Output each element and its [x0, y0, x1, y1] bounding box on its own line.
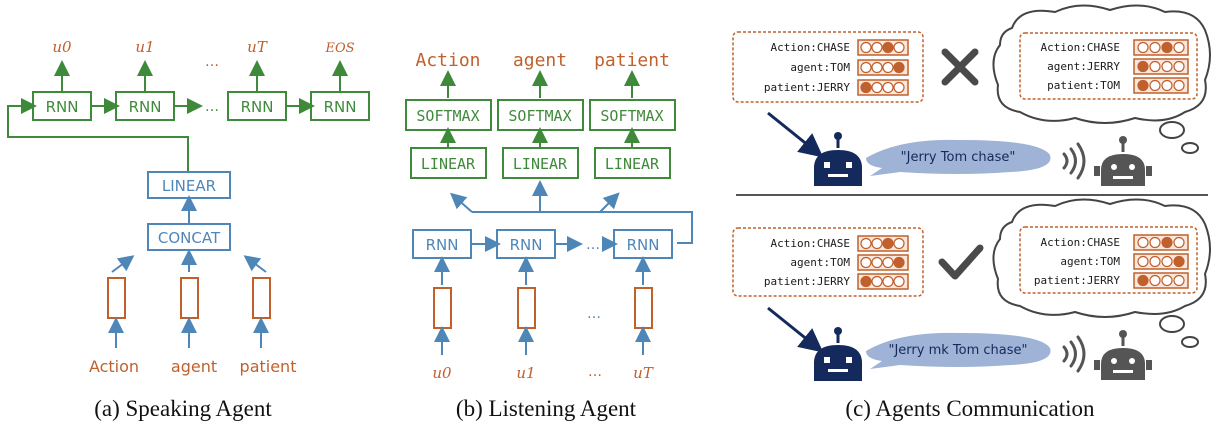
speaking-output-1: u1: [135, 38, 154, 56]
listening-linear-box-2: [594, 147, 671, 179]
speaking-rnn-label-T: RNN: [241, 98, 274, 116]
top-speech-bubble: [866, 139, 1051, 176]
speaking-output-eos: EOS: [324, 41, 354, 56]
speaking-output-dots: …: [205, 54, 219, 70]
bottom-field-0: Action:CHASE: [771, 237, 850, 250]
top-onehot-1: [857, 59, 909, 76]
speaking-rnn-box-0: [32, 91, 92, 121]
bottom-sound-waves-icon: [1062, 335, 1086, 373]
top-sound-waves-icon: [1062, 142, 1086, 180]
communication-panel: Action:CHASE agent:TOM patient:JERRY: [732, 4, 1211, 421]
speaking-input-patient: patient: [240, 357, 297, 376]
top-field-1: agent:TOM: [790, 61, 850, 74]
speaking-input-agent: agent: [171, 357, 217, 376]
listening-softmax-label-1: SOFTMAX: [508, 107, 571, 125]
check-icon: [938, 244, 984, 280]
bottom-utterance: "Jerry mk Tom chase": [888, 343, 1027, 358]
speaking-rnn-label-0: RNN: [46, 98, 79, 116]
speaking-linear-label: LINEAR: [162, 177, 216, 195]
bottom-speech-bubble: [866, 332, 1051, 369]
listening-embed-0: [433, 287, 452, 329]
bottom-thought-field-2: patient:JERRY: [1034, 274, 1120, 287]
listening-agent-panel: Action agent patient SOFTMAX SOFTMAX SOF…: [405, 50, 693, 421]
speaking-rnn-label-eos: RNN: [324, 98, 357, 116]
listening-rnn-dots: …: [586, 237, 600, 253]
listening-softmax-label-0: SOFTMAX: [416, 107, 479, 125]
speaking-rnn-dots: …: [205, 99, 219, 115]
top-onehot-0: [857, 39, 909, 56]
top-speaker-robot-icon: [814, 132, 862, 186]
listening-input-0: u0: [432, 364, 452, 382]
top-listener-robot-icon: [1094, 136, 1152, 186]
bottom-thought-onehot-2: [1133, 272, 1189, 289]
top-onehot-2: [857, 79, 909, 96]
listening-embed-1: [517, 287, 536, 329]
speaking-embed-0: [107, 277, 126, 319]
bottom-thought-onehot-0: [1133, 234, 1189, 251]
listening-rnn-label-0: RNN: [426, 236, 459, 254]
top-field-0: Action:CHASE: [771, 41, 850, 54]
listening-embed-dots: …: [587, 306, 601, 322]
listening-output-agent: agent: [513, 50, 567, 71]
speaking-linear-box: [147, 171, 231, 199]
top-utterance: "Jerry Tom chase": [901, 150, 1016, 165]
speaking-agent-panel: u0 u1 … uT EOS RNN RNN … RNN RNN LINEAR …: [7, 38, 370, 421]
top-thought-meaning-box: [1019, 32, 1198, 100]
speaking-rnn-box-T: [227, 91, 287, 121]
speaking-concat-box: [147, 223, 231, 251]
speaking-output-T: uT: [247, 38, 268, 56]
listening-linear-box-1: [502, 147, 579, 179]
listening-input-1: u1: [516, 364, 535, 382]
bottom-onehot-2: [857, 273, 909, 290]
bottom-scenario: Action:CHASE agent:TOM patient:JERRY: [732, 198, 1211, 381]
speaking-concat-label: CONCAT: [158, 229, 221, 247]
top-thought-onehot-0: [1133, 39, 1189, 56]
listening-linear-label-2: LINEAR: [605, 155, 660, 173]
speaking-embed-2: [252, 277, 271, 319]
bottom-thought-onehot-1: [1133, 253, 1189, 270]
top-speaker-meaning-box: [732, 31, 924, 103]
listening-linear-box-0: [410, 147, 487, 179]
listening-rnn-label-T: RNN: [627, 236, 660, 254]
bottom-thought-field-0: Action:CHASE: [1041, 236, 1120, 249]
top-thought-field-2: patient:TOM: [1047, 79, 1120, 92]
listening-caption: (b) Listening Agent: [456, 396, 637, 421]
listening-input-dots: …: [588, 364, 602, 380]
listening-output-patient: patient: [594, 50, 670, 71]
listening-rnn-label-1: RNN: [510, 236, 543, 254]
bottom-speaker-meaning-box: [732, 227, 924, 297]
speaking-output-0: u0: [52, 38, 72, 56]
top-speaker-arrow: [767, 111, 824, 158]
top-field-2: patient:JERRY: [764, 81, 850, 94]
bottom-speaker-robot-icon: [814, 327, 862, 381]
top-thought-field-1: agent:JERRY: [1047, 60, 1120, 73]
bottom-speaker-arrow: [767, 306, 824, 353]
speaking-caption: (a) Speaking Agent: [94, 396, 272, 421]
bottom-thought-meaning-box: [1019, 226, 1198, 294]
listening-linear-label-0: LINEAR: [421, 155, 476, 173]
listening-rnn-box-1: [496, 229, 556, 259]
cross-icon: [941, 48, 979, 86]
top-thought-onehot-2: [1133, 77, 1189, 94]
bottom-field-1: agent:TOM: [790, 256, 850, 269]
listening-linear-label-1: LINEAR: [513, 155, 568, 173]
bottom-thought-field-1: agent:TOM: [1060, 255, 1120, 268]
listening-input-T: uT: [633, 364, 654, 382]
bottom-onehot-1: [857, 254, 909, 271]
bottom-listener-robot-icon: [1094, 330, 1152, 380]
top-scenario: Action:CHASE agent:TOM patient:JERRY: [732, 4, 1211, 186]
speaking-rnn-box-1: [115, 91, 175, 121]
listening-softmax-label-2: SOFTMAX: [600, 107, 663, 125]
bottom-field-2: patient:JERRY: [764, 275, 850, 288]
top-thought-onehot-1: [1133, 58, 1189, 75]
speaking-input-action: Action: [89, 357, 139, 376]
speaking-rnn-label-1: RNN: [129, 98, 162, 116]
bottom-onehot-0: [857, 235, 909, 252]
top-thought-field-0: Action:CHASE: [1041, 41, 1120, 54]
speaking-embed-1: [180, 277, 199, 319]
listening-output-action: Action: [415, 50, 480, 71]
listening-embed-T: [634, 287, 653, 329]
communication-caption: (c) Agents Communication: [845, 396, 1095, 421]
